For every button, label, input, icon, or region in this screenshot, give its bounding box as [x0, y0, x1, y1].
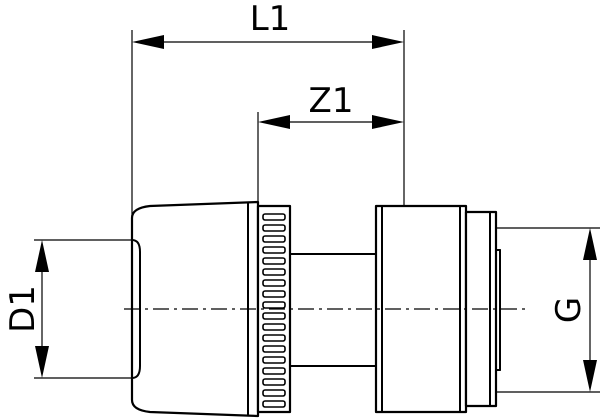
z1-arrow-left [258, 115, 290, 129]
d1-dimension: D1 [3, 239, 132, 379]
l1-dimension: L1 [132, 0, 404, 49]
d1-label: D1 [3, 285, 43, 333]
knurl-ridge [262, 400, 286, 408]
l1-label: L1 [250, 0, 291, 39]
z1-dimension: Z1 [258, 81, 404, 129]
knurl-ridge [262, 312, 286, 320]
d1-arrow-top [35, 240, 49, 272]
knurl-ridge [262, 246, 286, 254]
knurl-ridge [262, 345, 286, 353]
knurl-ridge [262, 268, 286, 276]
knurl-ridge [262, 301, 286, 309]
g-arrow-bottom [583, 360, 597, 392]
z1-label: Z1 [309, 81, 354, 121]
knurl-ridge [262, 224, 286, 232]
g-label: G [549, 297, 589, 323]
knurl-ridge [262, 213, 286, 221]
d1-arrow-bottom [35, 346, 49, 378]
knurl-ridge [262, 389, 286, 397]
knurl-ridge [262, 356, 286, 364]
z1-arrow-right [372, 115, 404, 129]
knurl-ridge [262, 367, 286, 375]
knurl-ridge [262, 323, 286, 331]
knurl-ridge [262, 279, 286, 287]
g-arrow-top [583, 228, 597, 260]
g-dimension: G [496, 227, 600, 393]
pipe-neck [289, 253, 377, 367]
knurl-ridge [262, 334, 286, 342]
knurl-ridge [262, 290, 286, 298]
knurl-ridge [262, 257, 286, 265]
knurl-pattern [262, 213, 286, 408]
knurl-ridge [262, 235, 286, 243]
l1-arrow-left [132, 35, 164, 49]
l1-arrow-right [372, 35, 404, 49]
knurl-ridge [262, 378, 286, 386]
